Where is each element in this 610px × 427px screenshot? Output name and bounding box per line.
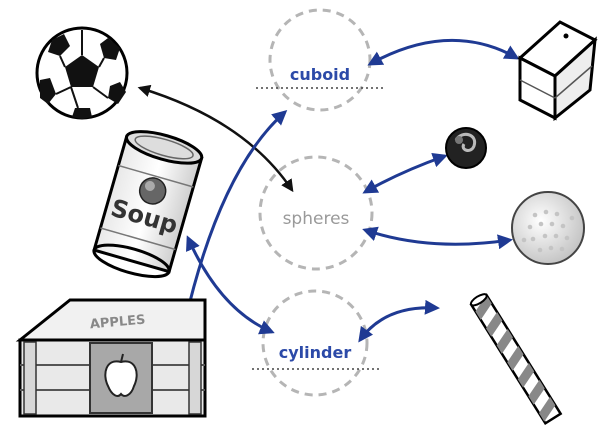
spheres-circle: spheres (258, 155, 374, 271)
cylinder-label: cylinder (279, 343, 352, 362)
apple-crate-icon: APPLES (15, 298, 207, 418)
spheres-label: spheres (283, 209, 350, 229)
cuboid-circle: cuboid (256, 8, 384, 112)
arrow-golf-to-spheres (362, 226, 513, 250)
straw-icon (469, 293, 563, 426)
candy-ball-icon (445, 127, 487, 169)
cylinder-circle: cylinder (252, 289, 382, 397)
milk-carton-icon (517, 20, 598, 122)
soup-can-icon: Soup (92, 130, 204, 279)
apples-label: APPLES (89, 313, 146, 333)
golf-ball-icon (511, 191, 585, 265)
arrow-crate-to-cuboid (180, 110, 288, 325)
arrow-candy-to-spheres (362, 152, 448, 194)
arrow-straw-to-cylinder (358, 299, 440, 343)
arrow-soup-to-cylinder (186, 235, 275, 335)
soccer-ball-icon (35, 26, 129, 120)
cuboid-label: cuboid (290, 65, 350, 84)
arrow-carton-to-cuboid (367, 38, 520, 66)
